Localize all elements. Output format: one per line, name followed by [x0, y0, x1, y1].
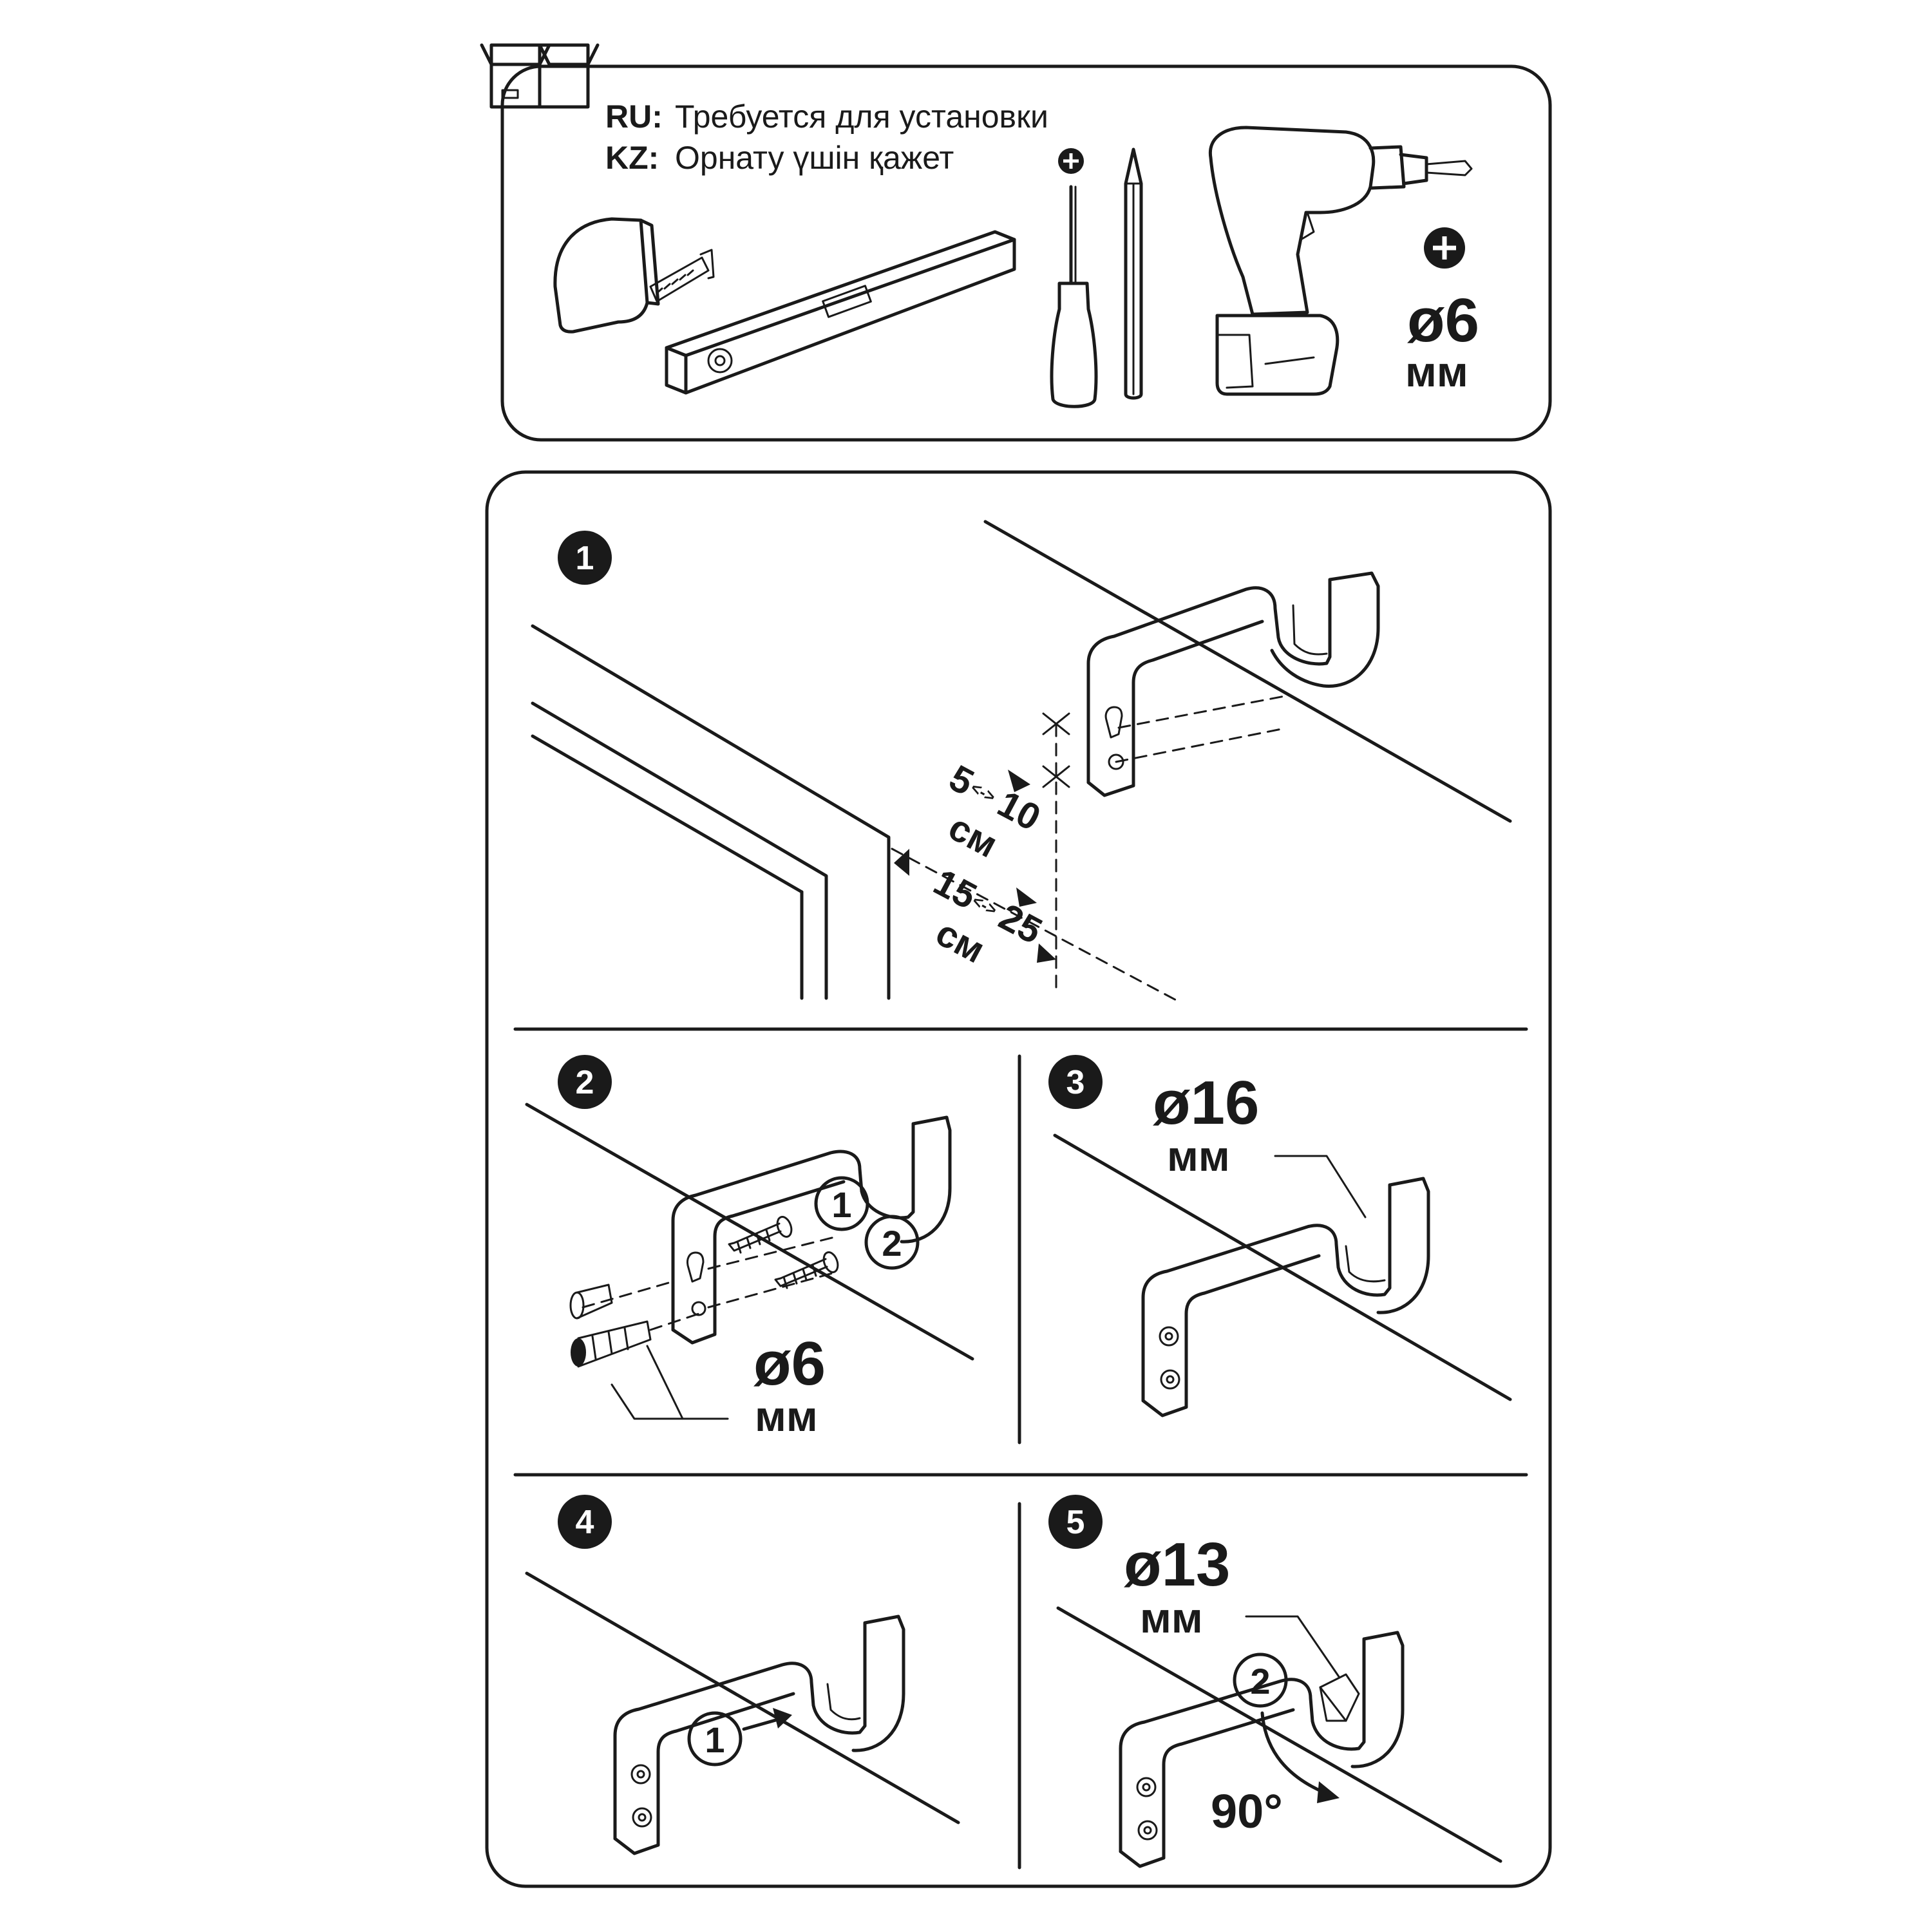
callout-circle	[1233, 1653, 1288, 1708]
ring-diameter: ø13	[1124, 1530, 1230, 1599]
callout-1: 1	[831, 1184, 851, 1225]
ru-text: Требуется для установки	[675, 99, 1048, 135]
step-number: 3	[1066, 1064, 1085, 1101]
screwdriver-icon	[1050, 148, 1098, 408]
rotation-angle: 90°	[1211, 1785, 1283, 1838]
step-2: 2	[525, 1055, 974, 1440]
kz-text: Орнату үшін қажет	[675, 140, 954, 176]
step-badge	[1048, 1495, 1103, 1549]
range-b-end: 25	[992, 896, 1048, 952]
drill-unit: мм	[1405, 348, 1468, 395]
ring-unit: мм	[1140, 1594, 1203, 1642]
window-frame	[531, 624, 891, 1000]
wall-edge	[525, 1571, 960, 1824]
callout-circle	[814, 1176, 869, 1231]
bracket-step3	[1141, 1177, 1430, 1417]
drill-icon	[1208, 126, 1473, 396]
ru-code: RU:	[605, 99, 663, 135]
screw-icon	[728, 1216, 793, 1254]
step-number: 1	[576, 540, 594, 577]
tools-panel: RU: Требуется для установки KZ: Орнату ү…	[480, 43, 1552, 442]
step-badge	[1048, 1055, 1103, 1109]
tape-measure-icon	[553, 217, 715, 334]
callout-circle	[687, 1711, 743, 1766]
rotate-arrow-icon	[1260, 1711, 1329, 1795]
pencil-icon	[1124, 147, 1143, 400]
callout-2: 2	[882, 1223, 902, 1264]
steps-panel	[485, 470, 1552, 1888]
plug-unit: мм	[755, 1392, 818, 1440]
step-4: 4 1	[525, 1495, 960, 1855]
ceiling-edge	[983, 520, 1512, 823]
step-badge	[558, 531, 612, 585]
bracket-step1	[1086, 571, 1380, 797]
plug-diameter: ø6	[753, 1329, 826, 1398]
wall-plug-icon	[569, 1283, 613, 1320]
step-number: 5	[1066, 1504, 1085, 1541]
box-icon	[480, 43, 600, 109]
step-3: 3 ø16 мм	[1048, 1055, 1512, 1417]
drill-diameter: ø6	[1407, 286, 1479, 355]
screw-icon	[774, 1251, 839, 1289]
step-number: 2	[576, 1064, 594, 1101]
range-b-unit: см	[929, 912, 992, 972]
wall-plug-icon	[571, 1320, 652, 1368]
callout-circle	[864, 1215, 920, 1270]
spirit-level-icon	[665, 230, 1016, 395]
step-badge	[558, 1055, 612, 1109]
cap-unit: мм	[1167, 1132, 1230, 1180]
step-badge	[558, 1495, 612, 1549]
step-1: 1 5 <	[531, 520, 1512, 1003]
wall-edge	[525, 1103, 974, 1361]
bracket-step5	[1119, 1631, 1405, 1868]
callout-2: 2	[1250, 1661, 1270, 1701]
bracket-step4	[613, 1615, 905, 1855]
step-5: 5 ø13 мм 2 90°	[1048, 1495, 1502, 1868]
wall-edge	[1056, 1606, 1502, 1863]
kz-code: KZ:	[605, 140, 659, 176]
step-number: 4	[576, 1504, 594, 1541]
cap-diameter: ø16	[1153, 1068, 1259, 1137]
callout-1: 1	[705, 1719, 724, 1760]
bracket-step2	[671, 1115, 952, 1345]
